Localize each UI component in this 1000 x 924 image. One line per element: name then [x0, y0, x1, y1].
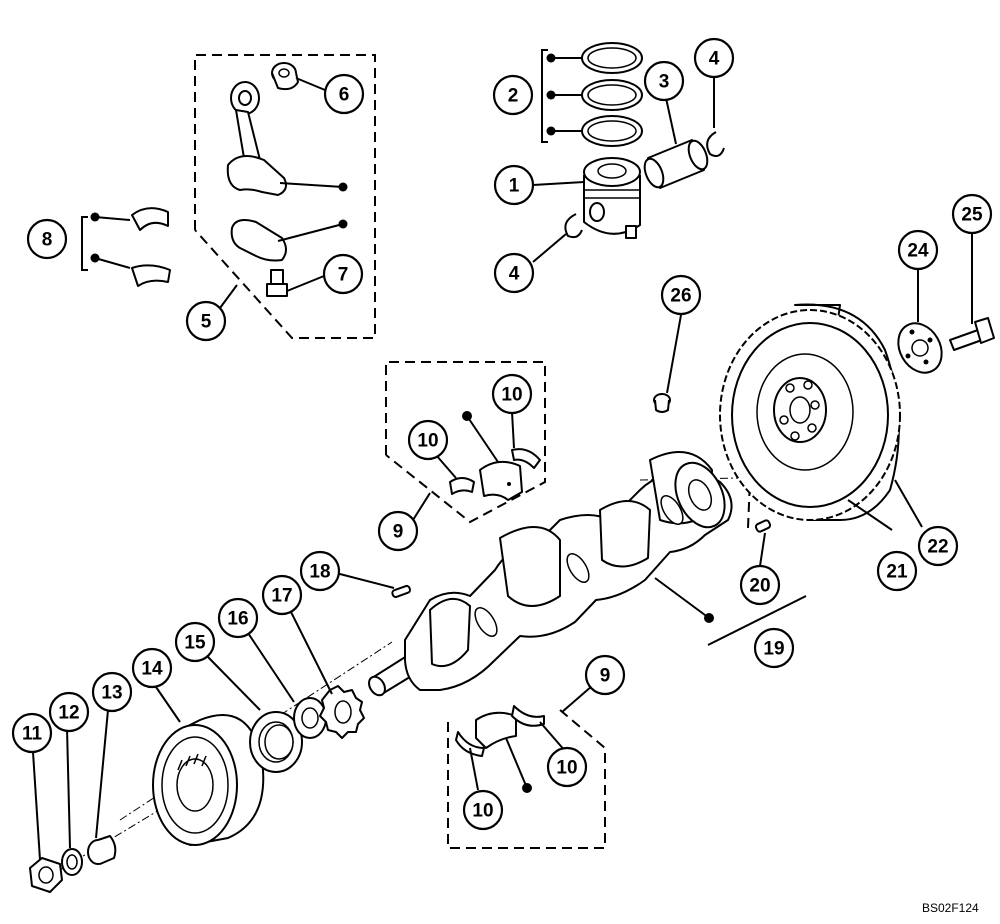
- ring-bracket: [541, 49, 548, 143]
- svg-text:3: 3: [659, 72, 670, 93]
- callout-10-upper-right: 10: [491, 373, 533, 415]
- svg-text:14: 14: [141, 659, 163, 680]
- nut-drawing: [29, 857, 63, 893]
- crankshaft-gear-drawing: [319, 685, 365, 739]
- callout-21: 21: [876, 550, 918, 592]
- svg-text:25: 25: [961, 205, 983, 226]
- svg-text:10: 10: [472, 801, 493, 822]
- callout-26: 26: [660, 274, 702, 316]
- svg-text:10: 10: [417, 431, 438, 452]
- piston-pin-bushing-drawing: [271, 62, 299, 91]
- callout-11: 11: [11, 712, 53, 754]
- callout-24: 24: [897, 229, 939, 271]
- callout-8: 8: [26, 218, 68, 260]
- svg-text:11: 11: [22, 724, 43, 745]
- callout-17: 17: [261, 574, 303, 616]
- svg-text:26: 26: [670, 286, 691, 307]
- piston-pin-drawing: [643, 139, 709, 189]
- rod-bolt-drawing: [266, 269, 288, 297]
- flywheel-drawing: [719, 303, 901, 521]
- callout-15: 15: [174, 621, 216, 663]
- key-drawing: [391, 584, 411, 598]
- rod-cap-drawing: [230, 219, 287, 262]
- connecting-rod-drawing: [226, 81, 287, 196]
- svg-text:17: 17: [271, 586, 292, 607]
- svg-text:6: 6: [339, 85, 350, 106]
- svg-text:24: 24: [907, 241, 929, 262]
- svg-text:8: 8: [42, 230, 53, 251]
- spacer-drawing: [87, 835, 117, 865]
- connecting-rod-group-outline: [194, 54, 376, 339]
- snap-ring-upper-drawing: [706, 131, 725, 157]
- callout-14: 14: [131, 647, 173, 689]
- svg-text:2: 2: [508, 86, 519, 107]
- lower-main-bearing-group-outline: [447, 709, 606, 849]
- callout-6: 6: [323, 73, 365, 115]
- svg-text:13: 13: [101, 683, 122, 704]
- plug-drawing: [653, 393, 671, 413]
- rod-bearings-drawing: [131, 207, 171, 287]
- callout-2: 2: [492, 74, 534, 116]
- piston-rings-drawing: [581, 42, 643, 147]
- callout-16: 16: [217, 597, 259, 639]
- plate-drawing: [897, 322, 943, 374]
- callout-9-lower: 9: [584, 654, 626, 696]
- callout-13: 13: [91, 671, 133, 713]
- lock-washer-drawing: [61, 848, 83, 876]
- seal-drawing: [249, 711, 303, 773]
- callout-7: 7: [322, 253, 364, 295]
- bearing-bracket: [81, 216, 88, 271]
- svg-text:22: 22: [927, 537, 948, 558]
- svg-text:21: 21: [886, 562, 908, 583]
- upper-main-bearing-drawing: [449, 448, 541, 501]
- callout-3: 3: [643, 60, 685, 102]
- crankshaft-drawing: [368, 451, 733, 697]
- bolt-drawing: [949, 317, 995, 351]
- callout-4-upper: 4: [693, 37, 735, 79]
- callout-22: 22: [917, 525, 959, 567]
- callout-4-lower: 4: [493, 252, 535, 294]
- svg-text:7: 7: [338, 265, 349, 286]
- callout-12: 12: [48, 691, 90, 733]
- svg-text:16: 16: [227, 609, 248, 630]
- svg-text:5: 5: [201, 312, 212, 333]
- svg-text:4: 4: [709, 49, 720, 70]
- piston-drawing: [583, 157, 641, 239]
- callout-10-upper-left: 10: [407, 419, 449, 461]
- callout-1: 1: [493, 164, 535, 206]
- callout-25: 25: [951, 193, 993, 235]
- svg-text:20: 20: [749, 576, 770, 597]
- damper-pulley-drawing: [152, 714, 265, 846]
- svg-text:10: 10: [556, 758, 577, 779]
- callout-19: 19: [753, 627, 795, 669]
- callout-10-lower-left: 10: [462, 789, 504, 831]
- washer-drawing: [293, 697, 327, 739]
- lower-main-bearing-drawing: [455, 705, 545, 757]
- svg-text:18: 18: [309, 562, 330, 583]
- drawing-code: BS02F124: [922, 901, 979, 915]
- svg-text:15: 15: [184, 633, 206, 654]
- callout-5: 5: [185, 300, 227, 342]
- svg-text:19: 19: [763, 639, 784, 660]
- svg-text:12: 12: [58, 703, 79, 724]
- callout-18: 18: [299, 550, 341, 592]
- snap-ring-lower-drawing: [564, 213, 583, 239]
- svg-text:9: 9: [393, 522, 404, 543]
- svg-text:1: 1: [509, 176, 520, 197]
- callout-20: 20: [739, 564, 781, 606]
- dowel-pin-drawing: [754, 519, 772, 533]
- svg-text:9: 9: [600, 666, 611, 687]
- callout-10-lower-right: 10: [546, 746, 588, 788]
- crankshaft-bracket: [707, 595, 807, 646]
- upper-main-bearing-group-outline: [385, 361, 546, 524]
- svg-text:4: 4: [509, 264, 520, 285]
- callout-9-upper: 9: [377, 510, 419, 552]
- svg-text:10: 10: [501, 385, 522, 406]
